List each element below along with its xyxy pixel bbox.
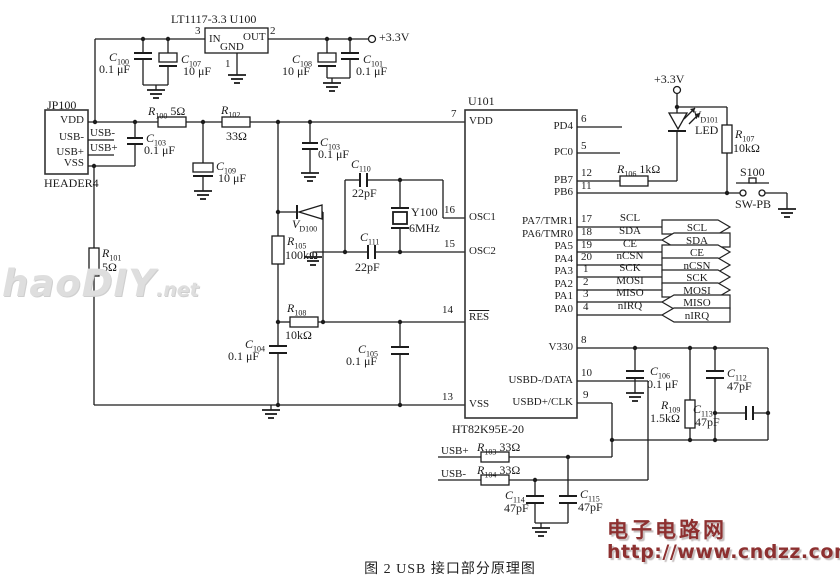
vd100-diode-icon [296, 204, 323, 220]
ground-rail [94, 402, 465, 419]
reset-section [269, 122, 465, 405]
mcu-section [464, 109, 662, 419]
watermark-main: haoDIY [2, 262, 156, 305]
oscillator-section [303, 173, 465, 266]
site-logo-url: http://www.cndzz.com/ [607, 541, 840, 564]
net-flag-nirq-label: nIRQ [685, 310, 710, 322]
net-flag-sda-label: SDA [686, 235, 708, 247]
net-flag-scl-icon [661, 219, 732, 235]
usb-connector-section [44, 109, 158, 405]
site-logo: 电子电路网 http://www.cndzz.com/ [607, 518, 840, 564]
site-logo-name: 电子电路网 [607, 518, 727, 542]
net-flag-miso-label: MISO [683, 297, 711, 309]
figure-caption: 图 2 USB 接口部分原理图 [364, 562, 536, 577]
net-flag-sck-icon [661, 269, 732, 285]
net-flag-sck-label: SCK [686, 272, 707, 284]
net-flag-mosi-icon [661, 282, 732, 298]
net-flag-ce-label: CE [690, 247, 704, 259]
vdd-chain-section [157, 116, 465, 200]
net-flag-scl-label: SCL [687, 222, 707, 234]
net-flag-mosi-label: MOSI [683, 285, 711, 297]
net-flag-ncsn-label: nCSN [684, 260, 711, 272]
regulator-section [94, 27, 377, 122]
y100-crystal-icon [392, 211, 408, 225]
net-flag-nirq-icon [660, 307, 731, 323]
usb-data-section [438, 380, 649, 537]
s100-switch-icon [739, 189, 747, 197]
watermark: haoDIY.net [2, 262, 199, 305]
vd101-led-icon [667, 112, 689, 131]
net-flag-ce-icon [661, 244, 732, 260]
watermark-suffix: .net [156, 279, 199, 301]
v330-section [577, 345, 771, 443]
led-switch-section [577, 85, 797, 218]
